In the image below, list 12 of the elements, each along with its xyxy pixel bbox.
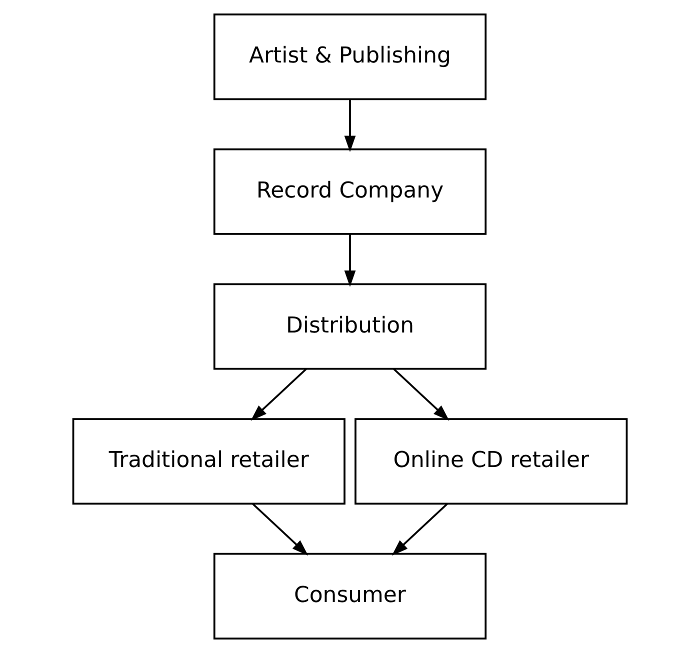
arrow [250,368,306,421]
arrow [344,234,356,287]
arrow [252,503,308,556]
node-box: Distribution [212,283,486,370]
node-box: Consumer [212,552,486,640]
node-box: Artist & Publishing [212,14,486,100]
arrow [344,99,356,152]
node-box: Online CD retailer [354,418,628,505]
node-box: Record Company [212,148,486,235]
arrow [391,503,448,556]
arrow [392,368,449,421]
node-box: Traditional retailer [72,418,345,505]
